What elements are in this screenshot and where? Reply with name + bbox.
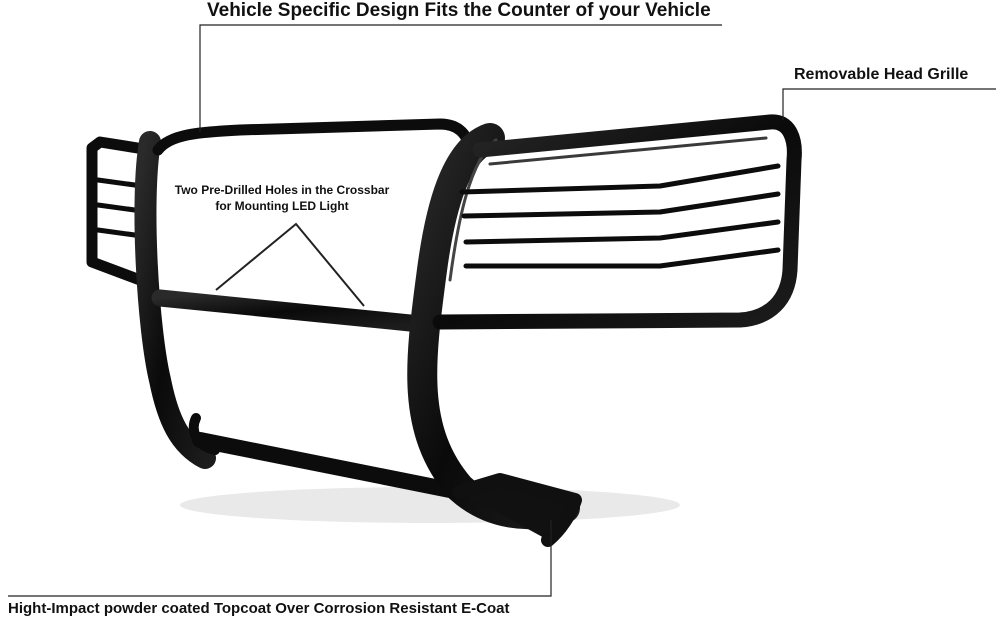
center-top-loop xyxy=(152,118,476,156)
callout-leader-lines xyxy=(8,24,996,597)
left-upright xyxy=(134,131,216,469)
callout-vehicle-specific-design: Vehicle Specific Design Fits the Counter… xyxy=(207,0,711,21)
callout-pre-drilled-holes-line1: Two Pre-Drilled Holes in the Crossbar xyxy=(174,183,390,197)
leader-bottom xyxy=(8,520,552,597)
callout-pre-drilled-holes: Two Pre-Drilled Holes in the Crossbar fo… xyxy=(150,183,414,214)
callout-powder-coated-topcoat: Hight-Impact powder coated Topcoat Over … xyxy=(8,600,510,617)
grille-guard-product xyxy=(86,114,802,547)
lower-bumper-tube xyxy=(192,432,478,502)
mounting-crossbar xyxy=(151,289,429,333)
head-grille-frame xyxy=(432,114,802,330)
callout-pre-drilled-holes-line2: for Mounting LED Light xyxy=(215,198,349,213)
leader-right xyxy=(782,88,996,120)
bottom-foot-plate xyxy=(453,473,582,547)
leader-top xyxy=(199,24,722,132)
leader-center xyxy=(215,222,365,307)
callout-removable-head-grille: Removable Head Grille xyxy=(794,66,969,83)
head-grille-bars xyxy=(459,163,781,269)
